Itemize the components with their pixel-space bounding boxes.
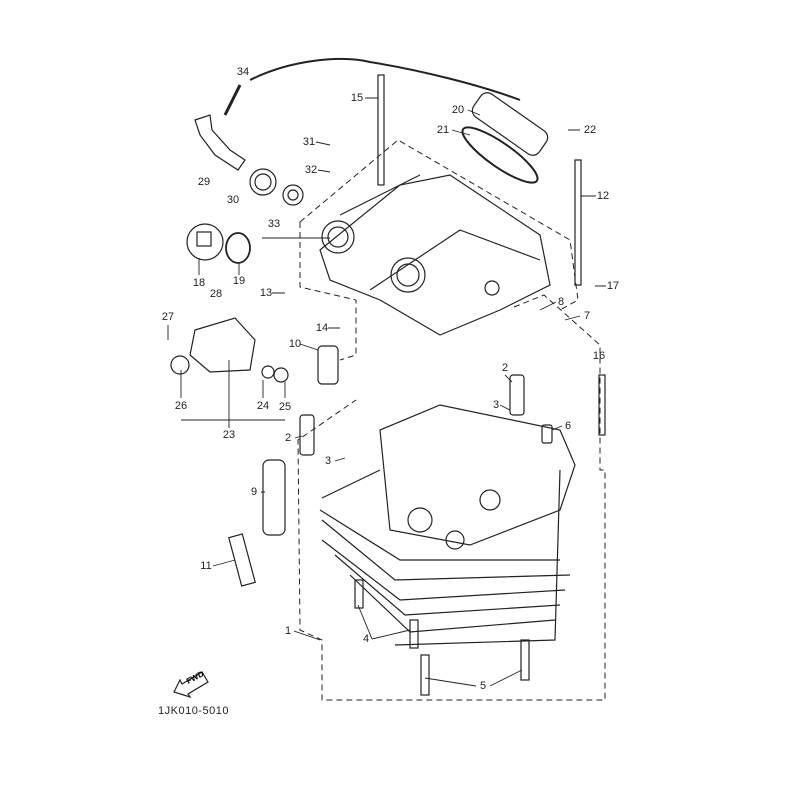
callout-17[interactable]: 17 — [606, 280, 620, 292]
part-bolt-15 — [377, 74, 385, 186]
callout-13[interactable]: 13 — [259, 287, 273, 299]
callout-7[interactable]: 7 — [583, 310, 591, 322]
cylinder-head-cover — [319, 174, 551, 336]
callout-5[interactable]: 5 — [479, 680, 487, 692]
part-guide-2b — [299, 414, 315, 456]
part-stud-5b — [520, 639, 530, 681]
callout-32[interactable]: 32 — [304, 164, 318, 176]
part-pump-23 — [189, 317, 256, 373]
callout-16[interactable]: 16 — [592, 350, 606, 362]
part-lever-29 — [194, 114, 246, 171]
part-guide-2a — [509, 374, 525, 416]
part-bolt-16 — [598, 374, 606, 436]
callout-26[interactable]: 26 — [174, 400, 188, 412]
callout-3-upper[interactable]: 3 — [492, 399, 500, 411]
cylinder-head — [319, 404, 576, 646]
callout-8[interactable]: 8 — [557, 296, 565, 308]
part-oring-19 — [225, 232, 251, 264]
callout-24[interactable]: 24 — [256, 400, 270, 412]
callout-30[interactable]: 30 — [226, 194, 240, 206]
callout-12[interactable]: 12 — [596, 190, 610, 202]
callout-18[interactable]: 18 — [192, 277, 206, 289]
part-stud-4b — [409, 619, 419, 649]
part-seal-33 — [282, 184, 304, 206]
diagram-code: 1JK010-5010 — [158, 705, 229, 717]
callout-6[interactable]: 6 — [564, 420, 572, 432]
callout-2-lower[interactable]: 2 — [284, 432, 292, 444]
callout-21[interactable]: 21 — [436, 124, 450, 136]
callout-11[interactable]: 11 — [200, 560, 212, 572]
callout-9[interactable]: 9 — [250, 486, 258, 498]
callout-31[interactable]: 31 — [302, 136, 316, 148]
part-sparkplug-11 — [228, 533, 256, 587]
part-spring-30 — [249, 168, 277, 196]
callout-27[interactable]: 27 — [161, 311, 175, 323]
callout-20[interactable]: 20 — [451, 104, 465, 116]
callout-2-upper[interactable]: 2 — [501, 362, 509, 374]
callout-14[interactable]: 14 — [315, 322, 329, 334]
part-gasket-21 — [461, 126, 539, 184]
callout-19[interactable]: 19 — [232, 275, 246, 287]
callout-3-lower[interactable]: 3 — [324, 455, 332, 467]
part-plug-18 — [186, 223, 224, 261]
callout-25[interactable]: 25 — [278, 401, 292, 413]
assembly-boundary-lower — [297, 294, 606, 701]
callout-10[interactable]: 10 — [288, 338, 302, 350]
callout-29[interactable]: 29 — [197, 176, 211, 188]
part-lifter-10 — [317, 345, 339, 385]
part-stud-5a — [420, 654, 430, 696]
throttle-cable — [249, 58, 521, 101]
callout-33[interactable]: 33 — [267, 218, 281, 230]
callout-4[interactable]: 4 — [362, 633, 370, 645]
callout-15[interactable]: 15 — [350, 92, 364, 104]
callout-23[interactable]: 23 — [222, 429, 236, 441]
callout-1[interactable]: 1 — [284, 625, 292, 637]
part-bolt-12 — [574, 159, 582, 286]
part-cover-20 — [471, 92, 549, 156]
callout-22[interactable]: 22 — [583, 124, 597, 136]
leader-lines — [167, 97, 606, 687]
forward-arrow-icon: FWD — [172, 668, 212, 703]
part-cam-9 — [262, 459, 286, 536]
callout-34[interactable]: 34 — [236, 66, 250, 78]
assembly-boundary-upper — [299, 139, 579, 361]
part-seal-6 — [541, 424, 553, 444]
callout-28[interactable]: 28 — [209, 288, 223, 300]
